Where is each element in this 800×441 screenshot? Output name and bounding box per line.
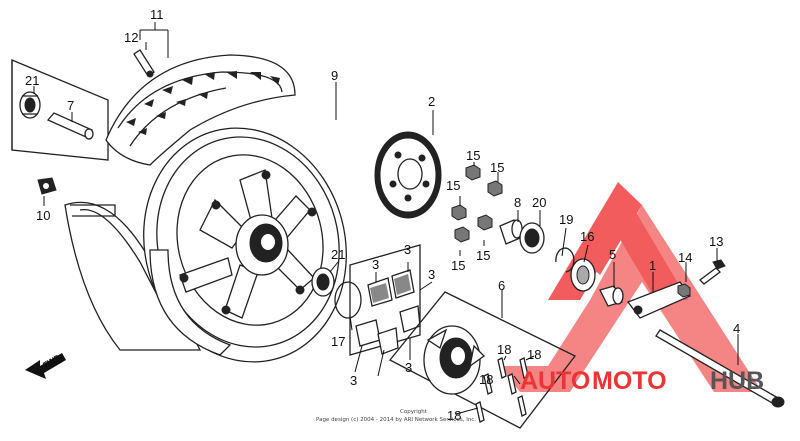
arm-bolt [699, 259, 726, 285]
leader-lines [33, 22, 739, 415]
callout-4: 4 [733, 321, 740, 336]
copyright-line1: Copyright [400, 409, 428, 415]
callout-15-b: 15 [490, 160, 504, 175]
callout-18-c: 18 [479, 372, 493, 387]
callout-7: 7 [67, 98, 74, 113]
callout-18-a: 18 [497, 342, 511, 357]
sprocket-nuts [451, 164, 503, 243]
circlip [555, 247, 575, 273]
swingarm [64, 201, 202, 351]
bearing-left [19, 91, 41, 119]
callout-9: 9 [331, 68, 338, 83]
callout-14: 14 [678, 250, 692, 265]
distance-collar [46, 112, 94, 140]
arm-nut [677, 283, 691, 298]
valve-stem [133, 49, 155, 78]
callout-13: 13 [709, 234, 723, 249]
callout-17: 17 [331, 334, 345, 349]
callout-16: 16 [580, 229, 594, 244]
callout-15-e: 15 [451, 258, 465, 273]
callout-12: 12 [124, 30, 138, 45]
callout-5: 5 [609, 247, 616, 262]
callout-15-a: 15 [466, 148, 480, 163]
callout-3-a: 3 [372, 257, 379, 272]
callout-3-c: 3 [428, 267, 435, 282]
driven-sprocket [374, 131, 442, 219]
callout-15-d: 15 [476, 248, 490, 263]
callout-21-right: 21 [331, 247, 345, 262]
watermark-hub: HUB [710, 367, 764, 395]
callout-19: 19 [559, 212, 573, 227]
chain-adjuster [37, 177, 57, 195]
callout-10: 10 [36, 208, 50, 223]
copyright: Copyright Page design (c) 2004 - 2014 by… [316, 409, 476, 423]
wheel-hub [235, 214, 289, 276]
forward-arrow-icon [25, 353, 66, 379]
side-collar [599, 285, 624, 307]
tire [105, 54, 296, 166]
watermark-wordmark: AUTO MOTO HUB [520, 367, 764, 395]
callout-6: 6 [498, 278, 505, 293]
callout-18-b: 18 [527, 347, 541, 362]
callout-3-d: 3 [405, 360, 412, 375]
callout-3-b: 3 [404, 242, 411, 257]
copyright-line2: Page design (c) 2004 - 2014 by ARI Netwo… [316, 417, 476, 423]
watermark-auto: AUTO [520, 367, 590, 395]
callout-21-left: 21 [25, 73, 39, 88]
callout-1: 1 [649, 258, 656, 273]
callout-8: 8 [514, 195, 521, 210]
dust-seal [570, 258, 596, 292]
callout-2: 2 [428, 94, 435, 109]
left-group-box [11, 59, 109, 161]
o-ring [334, 281, 362, 319]
damper-rubbers [349, 244, 421, 356]
bearing-right [311, 267, 335, 297]
sprocket-collar [499, 219, 523, 245]
sprocket-bearing [519, 222, 545, 254]
callout-11: 11 [150, 7, 164, 22]
sprocket-flange [423, 325, 486, 395]
axle [655, 329, 785, 408]
callout-3-e: 3 [350, 373, 357, 388]
watermark-moto: MOTO [592, 367, 667, 395]
callout-18-d: 18 [447, 408, 461, 423]
callout-15-c: 15 [446, 178, 460, 193]
callout-20: 20 [532, 195, 546, 210]
callout-labels: 11 12 21 7 10 9 2 15 15 15 15 15 8 20 19… [25, 7, 740, 423]
